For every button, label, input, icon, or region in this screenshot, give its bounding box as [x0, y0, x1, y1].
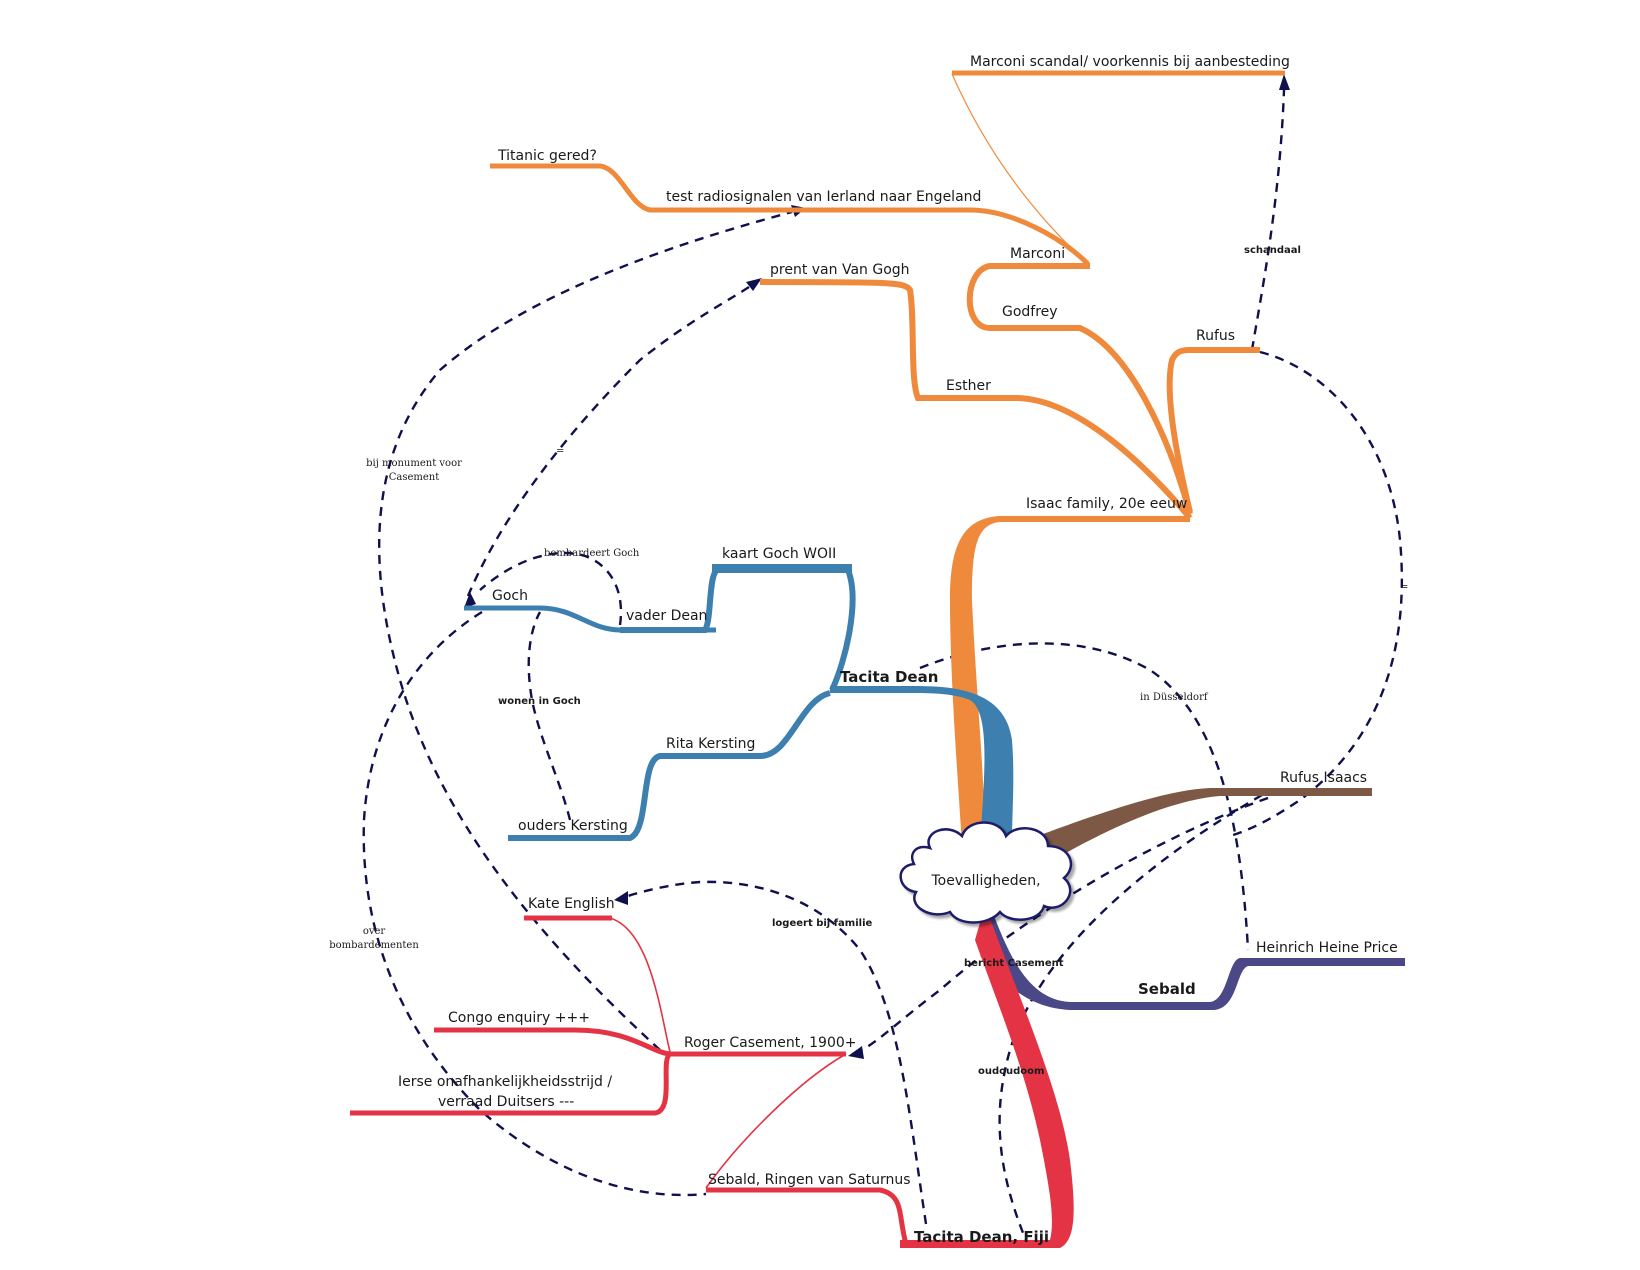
node-rita-kersting[interactable]: Rita Kersting [666, 736, 755, 752]
node-goch[interactable]: Goch [492, 588, 528, 604]
branch-line-kate-english[interactable] [609, 917, 671, 1053]
link-labels: schandaal bij monument voor Casement = b… [329, 245, 1408, 1077]
branch-line-tacita-fiji[interactable] [900, 905, 1074, 1248]
central-topic-label: Toevalligheden, [930, 873, 1040, 889]
branch-line-marconi-scandal[interactable] [951, 73, 1089, 265]
node-godfrey[interactable]: Godfrey [1002, 304, 1058, 320]
connector-goch-sebald-ringen[interactable] [362, 610, 707, 1197]
node-ierse-line-1[interactable]: Ierse onafhankelijkheidsstrijd / [398, 1074, 612, 1090]
node-tacita-dean[interactable]: Tacita Dean [840, 668, 938, 686]
node-ouders-kersting[interactable]: ouders Kersting [518, 818, 628, 834]
node-ierse-line-2[interactable]: verraad Duitsers --- [438, 1094, 574, 1110]
arrowhead-roger [848, 1046, 864, 1059]
connector-goch-prent[interactable] [466, 284, 753, 597]
arrowhead-marconi-scandal [1279, 74, 1290, 90]
node-sebald[interactable]: Sebald [1138, 980, 1196, 998]
node-esther[interactable]: Esther [946, 378, 991, 394]
central-topic[interactable]: Toevalligheden, [899, 821, 1073, 924]
link-label-eq-rufus: = [1400, 582, 1408, 593]
branch-isaac-family [490, 70, 1285, 845]
node-marconi-scandal[interactable]: Marconi scandal/ voorkennis bij aanbeste… [970, 54, 1290, 70]
arrowhead-goch [464, 592, 476, 608]
link-label-bij-monument-1: bij monument voor [366, 458, 462, 469]
link-label-in-dusseldorf: in Düsseldorf [1140, 692, 1209, 703]
branch-line-esther[interactable] [759, 279, 1193, 520]
node-isaac-family[interactable]: Isaac family, 20e eeuw [1026, 496, 1187, 512]
node-prent-van-gogh[interactable]: prent van Van Gogh [770, 262, 910, 278]
node-rufus-isaacs[interactable]: Rufus Isaacs [1280, 770, 1367, 786]
branch-line-rufus[interactable] [1166, 347, 1260, 513]
branch-line-rita-kersting[interactable] [508, 690, 832, 841]
node-rufus[interactable]: Rufus [1196, 328, 1235, 344]
link-label-over-bomb-1: over [363, 926, 386, 937]
link-label-oudoudoom: oudoudoom [978, 1066, 1044, 1077]
branch-line-isaac-family[interactable] [950, 516, 1190, 845]
node-congo-enquiry[interactable]: Congo enquiry +++ [448, 1010, 590, 1026]
link-label-wonen-in-goch: wonen in Goch [498, 696, 581, 707]
branch-tacita-fiji [350, 905, 1074, 1248]
node-labels: Marconi scandal/ voorkennis bij aanbeste… [398, 54, 1398, 1246]
node-test-radio[interactable]: test radiosignalen van Ierland naar Enge… [666, 189, 981, 205]
branch-line-sebald-ringen[interactable] [706, 1187, 909, 1245]
connector-rufus-rufus-isaacs[interactable] [1229, 350, 1404, 838]
connector-rufus-marconi-scandal[interactable] [1250, 89, 1286, 351]
branch-line-rufus-isaacs[interactable] [1000, 788, 1372, 880]
node-titanic[interactable]: Titanic gered? [497, 148, 597, 164]
branch-line-roger-thin[interactable] [705, 1053, 847, 1189]
node-kate-english[interactable]: Kate English [528, 896, 615, 912]
link-label-schandaal: schandaal [1244, 245, 1301, 256]
node-kaart-goch[interactable]: kaart Goch WOII [722, 546, 836, 562]
node-vader-dean[interactable]: vader Dean [626, 608, 707, 624]
arrowhead-prent [746, 278, 762, 291]
branch-line-godfrey[interactable] [966, 263, 1193, 515]
link-label-logeert: logeert bij familie [772, 918, 873, 929]
link-label-bericht: bericht Casement [964, 958, 1064, 969]
link-label-bombardeert: bombardeert Goch [544, 548, 640, 559]
link-label-bij-monument-2: Casement [389, 472, 440, 483]
node-heinrich-heine-price[interactable]: Heinrich Heine Price [1256, 940, 1398, 956]
connector-vader-dean-goch[interactable] [479, 551, 623, 626]
branch-line-test-radio[interactable] [490, 163, 1090, 266]
branch-line-goch[interactable] [464, 605, 716, 633]
arrowhead-kate-english [614, 891, 628, 905]
branch-line-tacita-dean[interactable] [830, 686, 1014, 845]
branch-line-ierse[interactable] [350, 1051, 672, 1116]
connector-roger-test-radio[interactable] [378, 210, 793, 1051]
node-marconi[interactable]: Marconi [1010, 246, 1065, 262]
node-roger-casement[interactable]: Roger Casement, 1900+ [684, 1035, 857, 1051]
connector-ouders-goch[interactable] [527, 611, 572, 821]
connector-tacita-fiji-kate[interactable] [627, 880, 928, 1225]
node-tacita-dean-fiji[interactable]: Tacita Dean, Fiji [914, 1228, 1049, 1246]
branch-rufus-isaacs [1000, 788, 1372, 880]
node-sebald-ringen[interactable]: Sebald, Ringen van Saturnus [708, 1172, 911, 1188]
link-label-over-bomb-2: bombardementen [329, 940, 419, 951]
central-cloud-shape [899, 821, 1073, 924]
link-label-eq-prent: = [556, 446, 564, 457]
